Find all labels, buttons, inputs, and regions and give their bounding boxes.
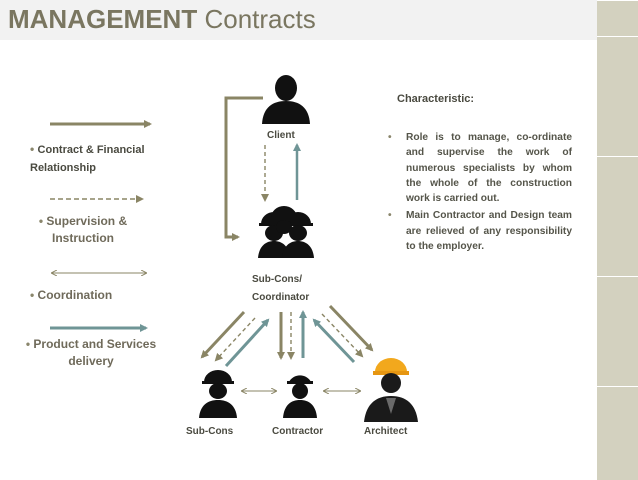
stripe xyxy=(597,0,638,37)
architect-icon xyxy=(364,358,418,422)
title-bar xyxy=(0,0,597,40)
node-label-contractor: Contractor xyxy=(272,426,324,437)
legend-label-contract: • Contract & Financial Relationship xyxy=(30,141,200,177)
legend-delivery-text: Product and Services delivery xyxy=(33,337,157,368)
node-label-architect: Architect xyxy=(364,426,408,437)
stripe xyxy=(597,156,638,277)
stripe xyxy=(597,386,638,480)
title-rest: Contracts xyxy=(204,4,316,34)
stripe xyxy=(597,36,638,157)
edge-client-contract xyxy=(224,96,263,241)
bullet: • xyxy=(30,142,35,156)
legend-label-supervision: • Supervision & Instruction xyxy=(28,213,138,247)
contractor-worker-icon xyxy=(283,375,317,418)
characteristic-item: Main Contractor and Design team are reli… xyxy=(388,208,572,254)
edge-coord-architect-supervision xyxy=(321,313,364,358)
client-person-icon xyxy=(262,75,310,124)
legend-coordination-text: Coordination xyxy=(37,288,113,302)
node-label-client: Client xyxy=(267,130,295,141)
title-bold: MANAGEMENT xyxy=(8,4,198,34)
node-label-subcons: Sub-Cons xyxy=(186,426,234,437)
legend-label-delivery: • Product and Services delivery xyxy=(6,336,176,370)
side-stripes xyxy=(597,0,638,480)
legend-supervision-text: Supervision & Instruction xyxy=(46,214,128,245)
node-label-subcons-coordinator-1: Sub-Cons/ xyxy=(252,274,302,285)
bullet: • xyxy=(38,214,44,228)
characteristic-title: Characteristic: xyxy=(397,93,475,105)
edge-coord-architect-contract xyxy=(328,304,374,352)
characteristic-list: Role is to manage, co-ordinate and super… xyxy=(388,130,572,256)
legend-label-coordination: • Coordination xyxy=(30,287,150,304)
edge-coord-subcons-contract xyxy=(200,310,246,359)
bullet: • xyxy=(30,288,35,302)
subcons-worker-icon xyxy=(199,370,237,418)
edge-architect-coord-delivery xyxy=(312,318,356,364)
edge-subcons-coord-delivery xyxy=(224,318,270,368)
characteristic-item: Role is to manage, co-ordinate and super… xyxy=(388,130,572,206)
stripe xyxy=(597,276,638,387)
legend-contract-text: Contract & Financial Relationship xyxy=(30,144,145,174)
page-title: MANAGEMENT Contracts xyxy=(8,4,316,35)
bullet: • xyxy=(25,337,31,351)
workers-group-icon xyxy=(258,206,314,258)
node-label-subcons-coordinator-2: Coordinator xyxy=(252,292,310,303)
edge-coord-subcons-supervision xyxy=(214,317,256,362)
